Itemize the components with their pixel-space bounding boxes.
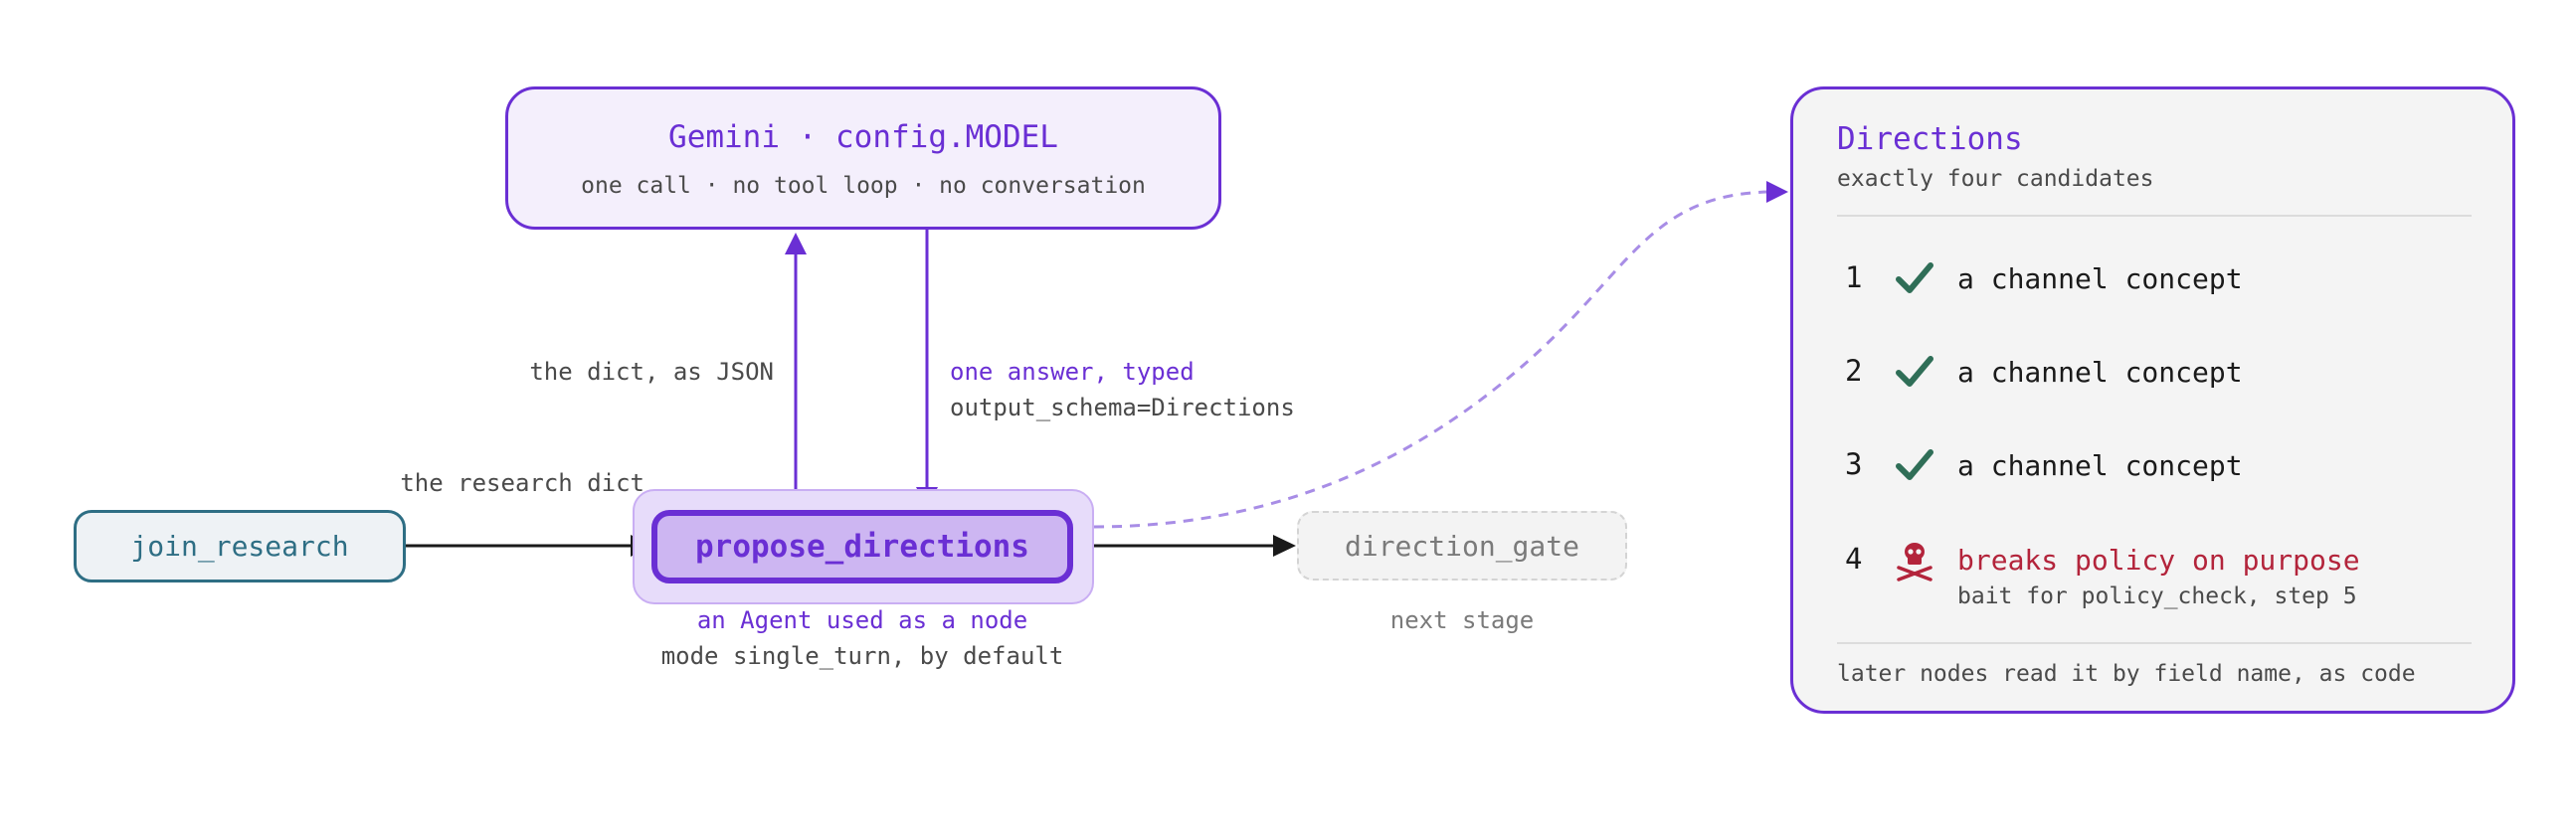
row-number: 1: [1845, 260, 1863, 294]
join-research-node[interactable]: join_research: [74, 510, 406, 582]
check-icon: [1896, 356, 1933, 387]
up-edge-label: the dict, as JSON: [529, 358, 774, 386]
row-text: breaks policy on purpose: [1957, 544, 2360, 577]
check-icon: [1896, 449, 1933, 480]
direction-row: 2 a channel concept: [1793, 354, 2512, 394]
panel-divider-bottom: [1837, 642, 2472, 644]
model-title: Gemini · config.MODEL: [668, 119, 1058, 155]
panel-footer: later nodes read it by field name, as co…: [1837, 661, 2416, 687]
row-text: a channel concept: [1957, 356, 2243, 389]
propose-mode: mode single_turn, by default: [660, 642, 1064, 670]
direction-row: 1 a channel concept: [1793, 260, 2512, 300]
down-edge-sublabel: output_schema=Directions: [950, 394, 1295, 421]
panel-divider-top: [1837, 215, 2472, 217]
row-number: 2: [1845, 354, 1863, 388]
propose-directions-node[interactable]: propose_directions: [651, 510, 1073, 583]
row-number: 3: [1845, 447, 1863, 481]
direction-row-bait: 4 breaks policy on purpose bait for poli…: [1793, 542, 2512, 609]
directions-panel: Directions exactly four candidates 1 a c…: [1790, 86, 2515, 714]
row-note: bait for policy_check, step 5: [1957, 583, 2357, 609]
model-subtitle: one call · no tool loop · no conversatio…: [581, 173, 1146, 199]
panel-subtitle: exactly four candidates: [1837, 166, 2154, 192]
down-edge-label: one answer, typed: [950, 358, 1195, 386]
skull-icon: [1897, 543, 1932, 582]
direction-gate-node[interactable]: direction_gate: [1297, 511, 1627, 581]
propose-caption: an Agent used as a node: [696, 606, 1028, 634]
gate-caption: next stage: [1389, 606, 1535, 634]
check-icon: [1896, 262, 1933, 293]
row-text: a channel concept: [1957, 262, 2243, 295]
panel-title: Directions: [1837, 121, 2023, 157]
input-edge-label: the research dict: [400, 469, 644, 497]
arrow-head-propose-to-gate: [1273, 535, 1296, 557]
row-number: 4: [1845, 542, 1863, 576]
direction-row: 3 a channel concept: [1793, 447, 2512, 487]
edge-propose-to-directions: [1093, 190, 1771, 529]
arrow-head-to-directions: [1766, 181, 1788, 203]
row-text: a channel concept: [1957, 449, 2243, 482]
arrow-head-up: [785, 233, 807, 254]
model-box: Gemini · config.MODEL one call · no tool…: [505, 86, 1221, 230]
